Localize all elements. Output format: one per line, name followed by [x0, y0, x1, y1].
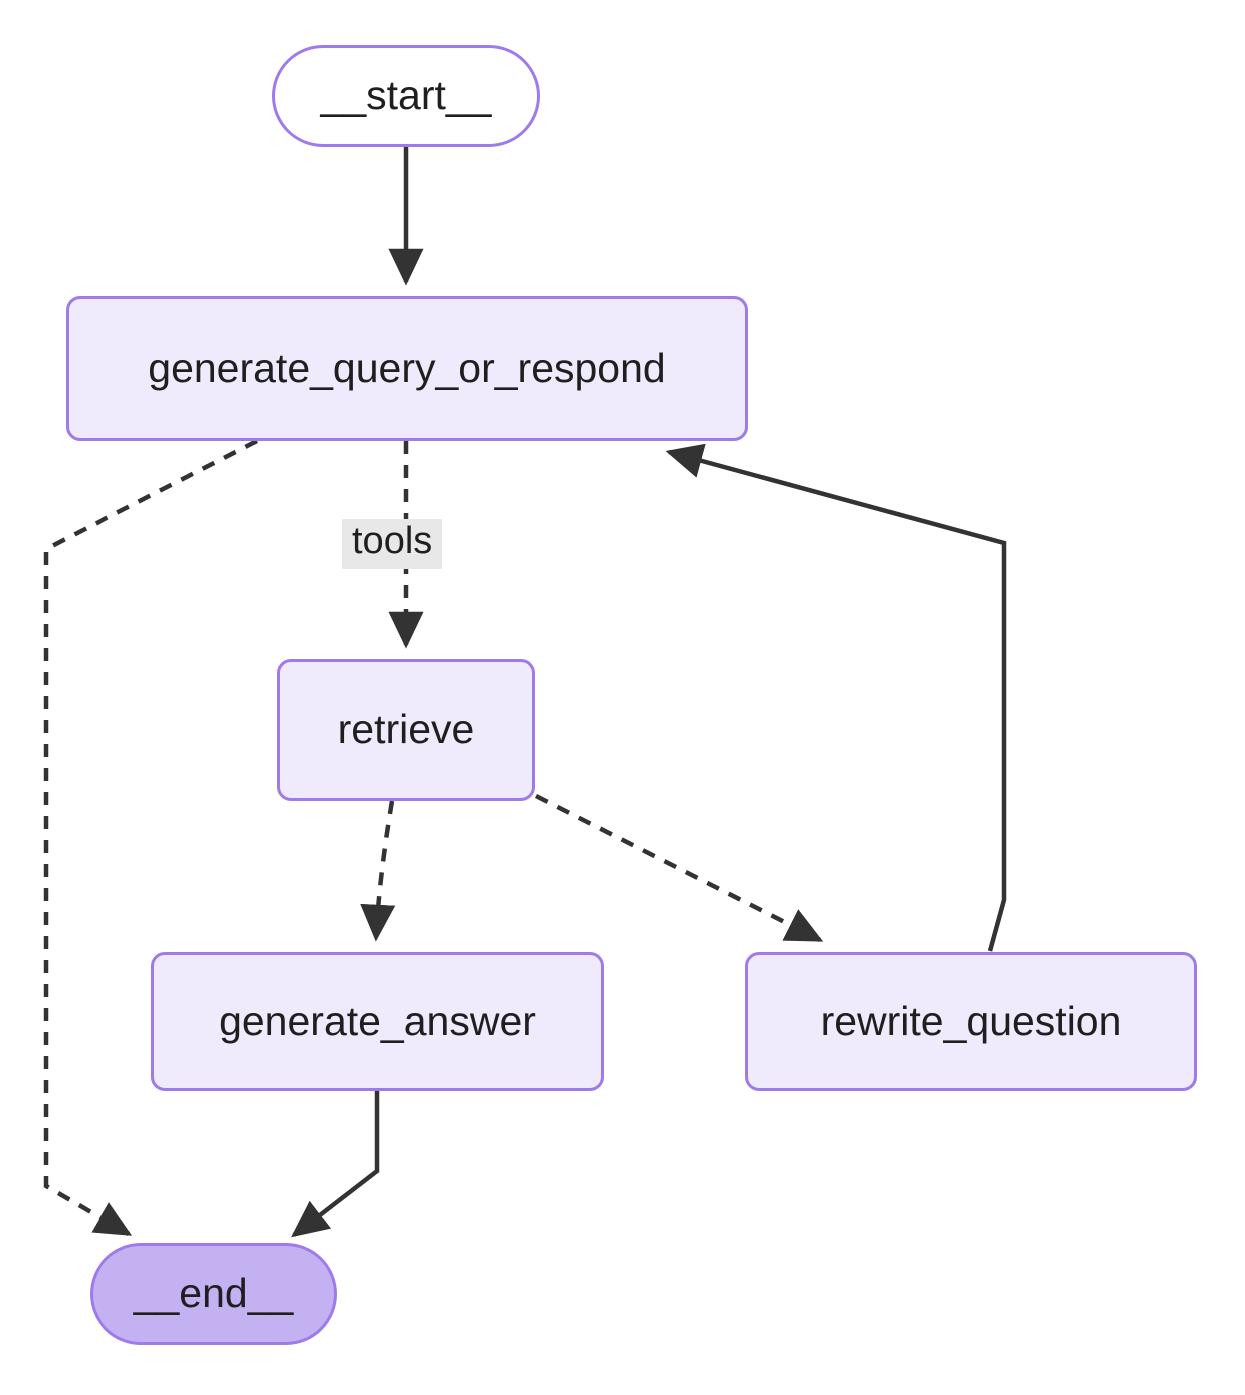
node-generate-answer[interactable]: generate_answer — [151, 952, 604, 1091]
edge-retrieve-to-generate-answer — [360, 800, 396, 942]
edge-retrieve-to-rewrite-question — [534, 793, 824, 943]
edge-generate-query-or-respond-to-end — [43, 438, 259, 1236]
node-end-label: __end__ — [133, 1270, 294, 1317]
node-generate-answer-label: generate_answer — [219, 997, 536, 1044]
node-rewrite-question-label: rewrite_question — [820, 997, 1122, 1044]
edge-label-tools: tools — [342, 519, 443, 569]
node-generate-query-or-respond[interactable]: generate_query_or_respond — [66, 296, 748, 441]
node-start-label: __start__ — [320, 72, 492, 119]
edge-rewrite-question-to-generate-query-or-respond — [665, 443, 1007, 952]
node-rewrite-question[interactable]: rewrite_question — [745, 952, 1197, 1091]
node-end[interactable]: __end__ — [90, 1243, 337, 1345]
node-start[interactable]: __start__ — [272, 45, 540, 147]
node-retrieve[interactable]: retrieve — [277, 659, 535, 801]
node-generate-query-or-respond-label: generate_query_or_respond — [148, 344, 666, 391]
edge-generate-answer-to-end — [291, 1091, 380, 1238]
node-retrieve-label: retrieve — [337, 706, 475, 753]
